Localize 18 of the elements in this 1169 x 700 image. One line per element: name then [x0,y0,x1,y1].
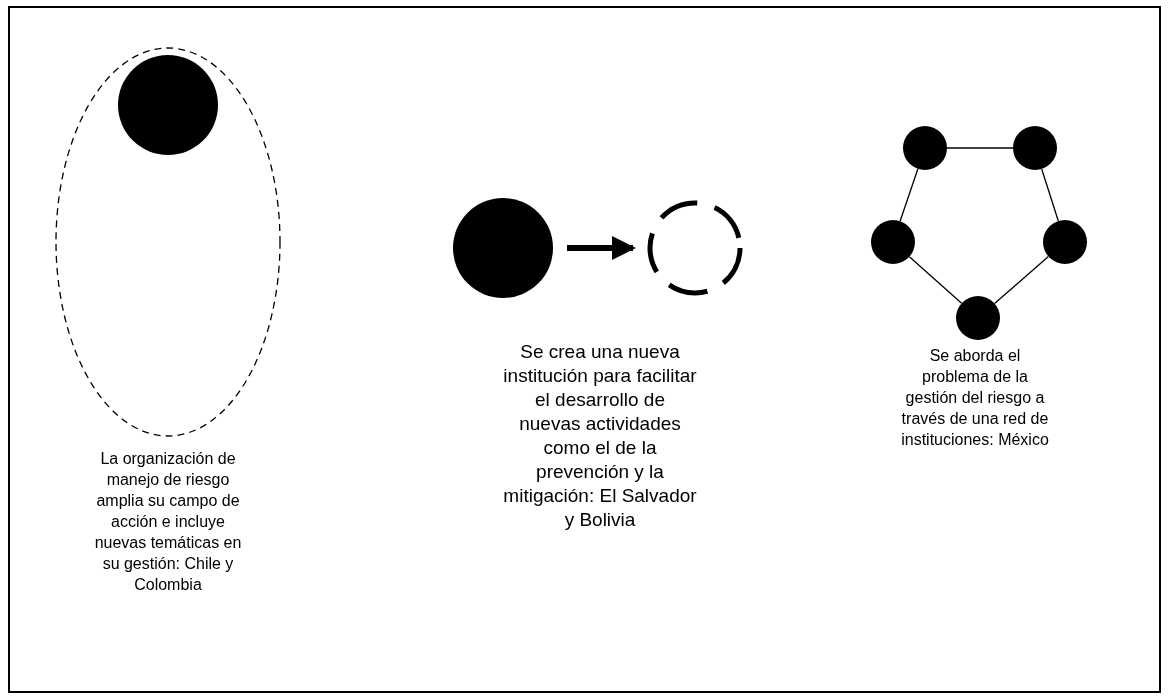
dashed-circle [647,200,743,296]
filled-circle [118,55,218,155]
description-text: Se crea una nueva institución para facilitar el desarrollo de nuevas actividades como el de la prevención y la mitigación: El Salvador y Bolivia [502,340,698,532]
filled-circle [903,126,947,170]
filled-circle [871,220,915,264]
filled-circle [453,198,553,298]
filled-circle [1043,220,1087,264]
arrow [567,236,636,260]
description-text: La organización de manejo de riesgo amplia su campo de acción e incluye nuevas temáticas en su gestión: Chile y Colombia [93,449,243,595]
connector-line [946,147,1014,149]
connector-line [908,256,963,304]
connector-line [899,168,919,222]
dashed-ellipse [55,47,281,437]
connector-line [993,255,1050,305]
connector-line [1041,168,1059,222]
description-text: Se aborda el problema de la gestión del riesgo a través de una red de instituciones: México [900,346,1050,450]
filled-circle [1013,126,1057,170]
filled-circle [956,296,1000,340]
